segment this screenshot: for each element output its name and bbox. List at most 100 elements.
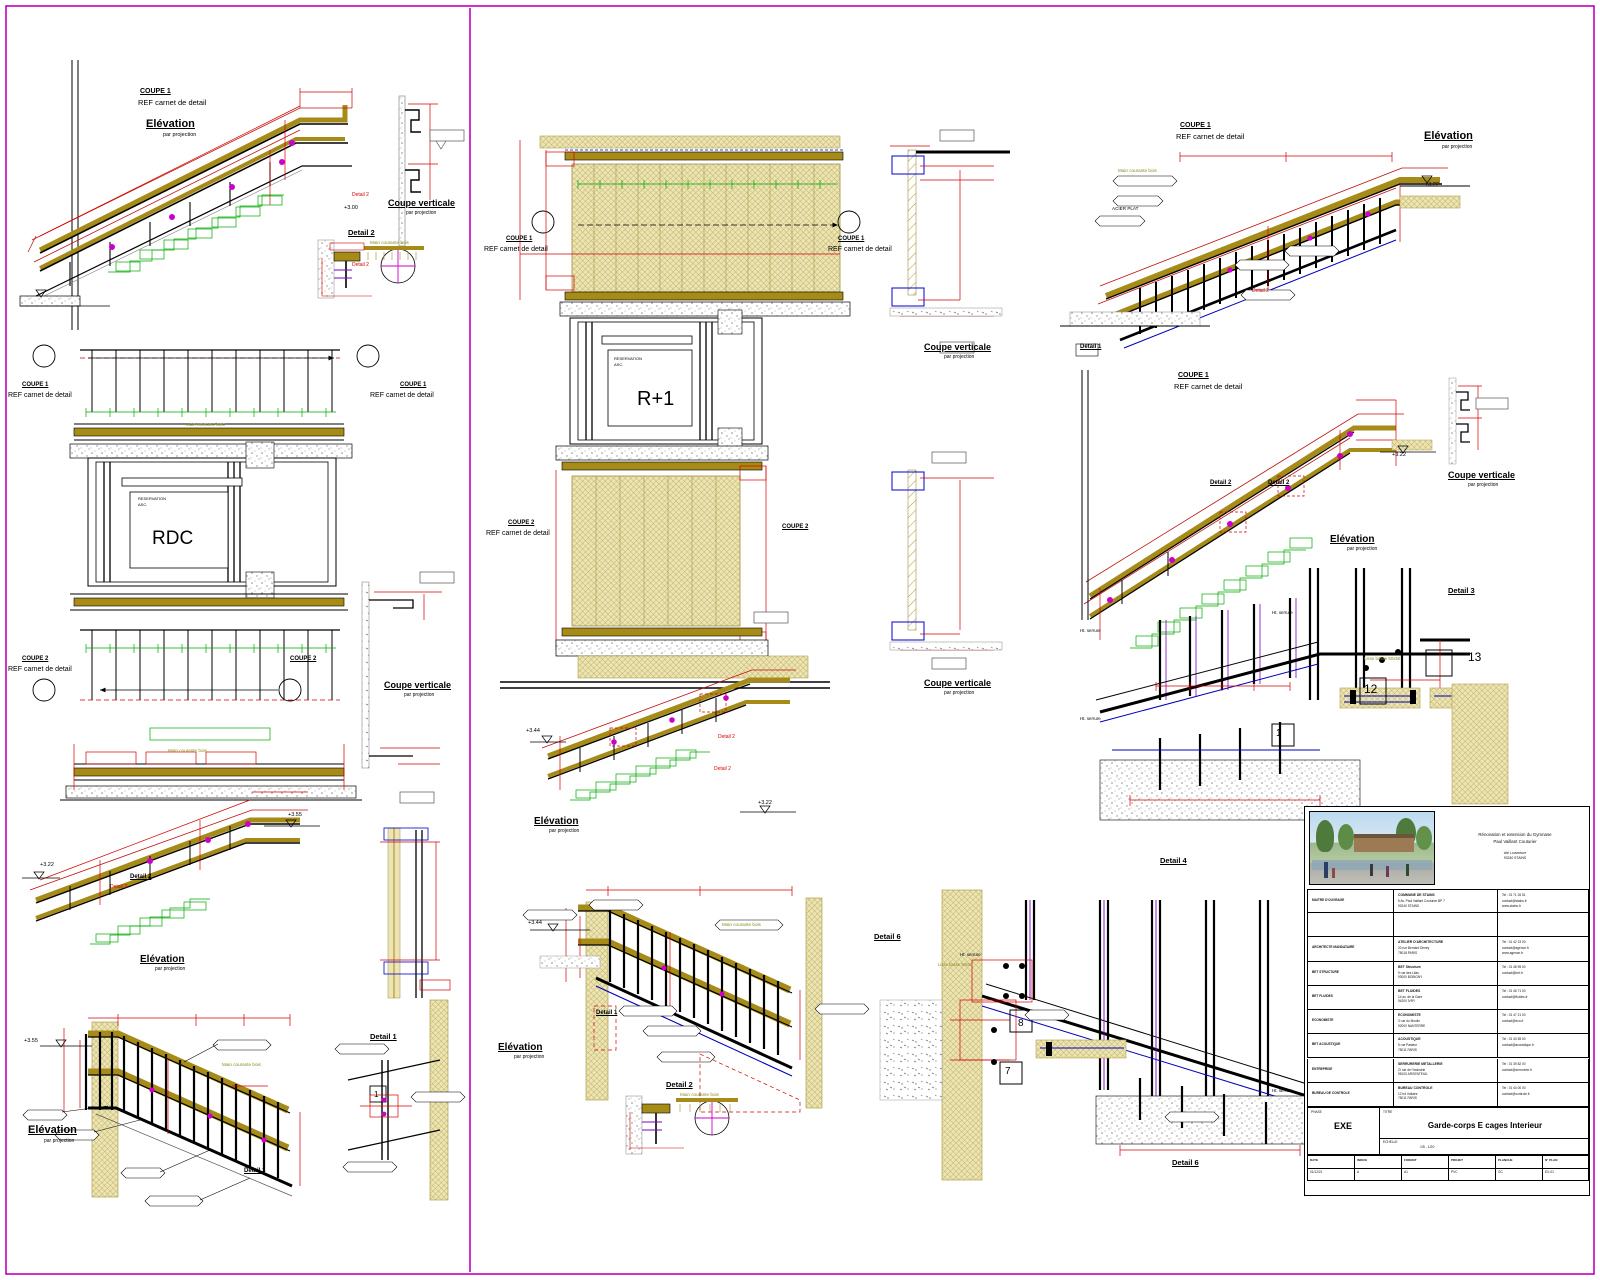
- contributor-addr1: 14 av. de la Gare: [1398, 994, 1423, 999]
- par-projection-cv-a: par projection: [406, 210, 437, 216]
- contributor-name: ECONOMISTE: [1398, 1013, 1421, 1018]
- main-courante-label-cb: Main courante bois: [722, 922, 761, 927]
- contributor-addr2: 92000 NANTERRE: [1398, 1023, 1426, 1028]
- panel-rdc: [32, 344, 380, 801]
- contributor-row: BUREAU DE CONTROLE BUREAU CONTROLE 12 bd…: [1307, 1082, 1589, 1107]
- panel-elevation-centre-bottom: [522, 886, 870, 1113]
- level-344-cb: +3.44: [528, 920, 542, 926]
- contributor-name: BUREAU CONTROLE: [1398, 1085, 1433, 1090]
- level-322-g: +3.22: [1392, 452, 1406, 458]
- contributor-addr2: 93000 BOBIGNY: [1398, 975, 1423, 980]
- lisse-basse-label: Lisse basse 50x50: [1364, 656, 1401, 661]
- footer-col-header: FORMAT: [1404, 1158, 1417, 1162]
- phase-label: PHASE: [1311, 1110, 1322, 1114]
- ref-carnet-a: REF carnet de detail: [138, 98, 207, 107]
- project-title-line2: Paul Vaillant Couturier: [1493, 839, 1537, 844]
- panel-detail1-left: [380, 827, 451, 999]
- main-courante-label-cb2: Main courante bois: [680, 1092, 719, 1097]
- contributor-tel: Tel : 01 48 95 00: [1502, 964, 1526, 969]
- coupe1-tag-b2: COUPE 1: [400, 382, 427, 388]
- ht-serrure-label-d6: Ht. serrure: [960, 952, 981, 957]
- niveau-r1: R+1: [637, 388, 675, 410]
- contributor-row: ARCHITECTE MANDATAIRE ATELIER D'ARCHITEC…: [1307, 937, 1589, 962]
- coupe-verticale-title-c2: Coupe verticale: [924, 678, 992, 688]
- echelle-label: ECHELLE: [1383, 1140, 1398, 1144]
- contributor-label: ARCHITECTE MANDATAIRE: [1312, 945, 1355, 950]
- contributor-tel: Tel : 01 47 21 00: [1502, 1013, 1526, 1018]
- panel-elevation-right-mid: [1081, 370, 1436, 649]
- contributor-addr2: 75011 PARIS: [1398, 1047, 1417, 1052]
- contributor-label: BUREAU DE CONTROLE: [1312, 1090, 1350, 1095]
- contributor-mail2: www.agence.fr: [1502, 950, 1523, 955]
- footer-cell: DATE 01/12/21: [1308, 1156, 1355, 1180]
- coupe1-tag-e2: COUPE 1: [838, 236, 865, 242]
- contributor-mail1: contact@fluides.fr: [1502, 994, 1528, 999]
- panel-elevation-bottomleft: [22, 999, 449, 1207]
- detail1-tag-d: Detail 1: [244, 1168, 266, 1174]
- contributor-addr2: 75011 PARIS: [1398, 1096, 1417, 1101]
- project-render-image: [1309, 811, 1435, 885]
- coupe-verticale-title-g: Coupe verticale: [1448, 470, 1516, 480]
- panel-coupe-verticale-centre1: [889, 129, 1010, 354]
- coupe1-tag-f: COUPE 1: [1180, 122, 1211, 129]
- detail4-title: Detail 4: [1160, 856, 1187, 865]
- par-projection-f: par projection: [1442, 144, 1473, 150]
- panel-coupe-verticale-centre2: [889, 451, 1003, 670]
- reservation-note-rdc-1: RESERVATION: [138, 496, 167, 501]
- titre-label: TITRE: [1383, 1110, 1393, 1114]
- detail2-tag-left: Detail 2: [352, 262, 369, 268]
- detail2-tag-g2: Detail 2: [1268, 480, 1290, 486]
- detail2-tag-centre: Detail 2: [718, 734, 735, 740]
- detail6-title: Detail 6: [874, 932, 901, 941]
- contributor-tel: Tel : 01 42 23 00: [1502, 940, 1526, 945]
- contributor-name: BET Structure: [1398, 964, 1421, 969]
- panel-coupe-verticale-a: [398, 95, 465, 247]
- footer-cell: PROJET PVC: [1449, 1156, 1496, 1180]
- level-300-a: +3.00: [344, 205, 358, 211]
- footer-cell: FORMAT A1: [1402, 1156, 1449, 1180]
- par-projection-g2: par projection: [1347, 546, 1378, 552]
- level-355-d: +3.55: [24, 1038, 38, 1044]
- detail2-title-cb: Detail 2: [666, 1080, 693, 1089]
- par-projection-cv-b: par projection: [404, 692, 435, 698]
- coupe2-tag-b2: COUPE 2: [290, 656, 317, 662]
- detail2-tag-d2: Detail 2: [130, 874, 152, 880]
- elevation-title-g: Elévation: [1330, 534, 1375, 545]
- footer-col-header: INDICE: [1357, 1158, 1368, 1162]
- contributor-label: ECONOMISTE: [1312, 1018, 1334, 1023]
- ht-serrure-label-d6b: Ht. serrure: [1272, 1088, 1293, 1093]
- par-projection-c: par projection: [155, 966, 186, 972]
- detail1-tag-f: Detail 1: [1080, 344, 1102, 350]
- footer-col-header: PLANCHE: [1498, 1158, 1513, 1162]
- panel-detail2-centre: [625, 1095, 738, 1155]
- main-courante-label-a: Main courante bois: [370, 240, 409, 245]
- panel-detail6: [879, 889, 1321, 1181]
- contributor-tel: Tel : 01 46 71 00: [1502, 988, 1526, 993]
- level-322-c: +3.22: [40, 862, 54, 868]
- contributor-addr2: 95100 ARGENTEUIL: [1398, 1072, 1428, 1077]
- footer-col-header: N° PLAN: [1545, 1158, 1558, 1162]
- detail1-title-d: Detail 1: [370, 1032, 397, 1041]
- lisse-basse-label-d6: Lisse basse 50x50: [938, 962, 973, 967]
- contributor-row: MAITRE D'OUVRAGE COMMUNE DE STAINS 6 Av.…: [1307, 889, 1589, 914]
- callout-1-right: 1: [1276, 728, 1282, 739]
- detail6-title-2: Detail 6: [1172, 1158, 1199, 1167]
- footer-col-header: DATE: [1310, 1158, 1318, 1162]
- footer-cell: PLANCHE GC: [1496, 1156, 1543, 1180]
- footer-col-value: A: [1357, 1170, 1360, 1174]
- detail2-tag-centre2: Detail 2: [714, 766, 731, 772]
- contributor-addr1: ZI rue de l'Industrie: [1398, 1067, 1426, 1072]
- project-sub-line1: cité Louverture: [1503, 851, 1527, 855]
- panel-detail3-4: [1095, 568, 1509, 821]
- contributor-tel: Tel : 01 39 82 00: [1502, 1061, 1526, 1066]
- contributor-name: COMMUNE DE STAINS: [1398, 893, 1435, 897]
- reservation-note-r1-1: RESERVATION: [614, 356, 643, 361]
- main-courante-label-b2: Main courante bois: [168, 748, 207, 753]
- detail2-title-a: Detail 2: [348, 228, 375, 237]
- contributor-tel: Tel : 01 44 00 00: [1502, 1085, 1526, 1090]
- contributor-mail1: contact@bet.fr: [1502, 970, 1523, 975]
- par-projection-a: par projection: [163, 132, 197, 138]
- detail3-title: Detail 3: [1448, 586, 1475, 595]
- contributor-label: MAITRE D'OUVRAGE: [1312, 898, 1345, 903]
